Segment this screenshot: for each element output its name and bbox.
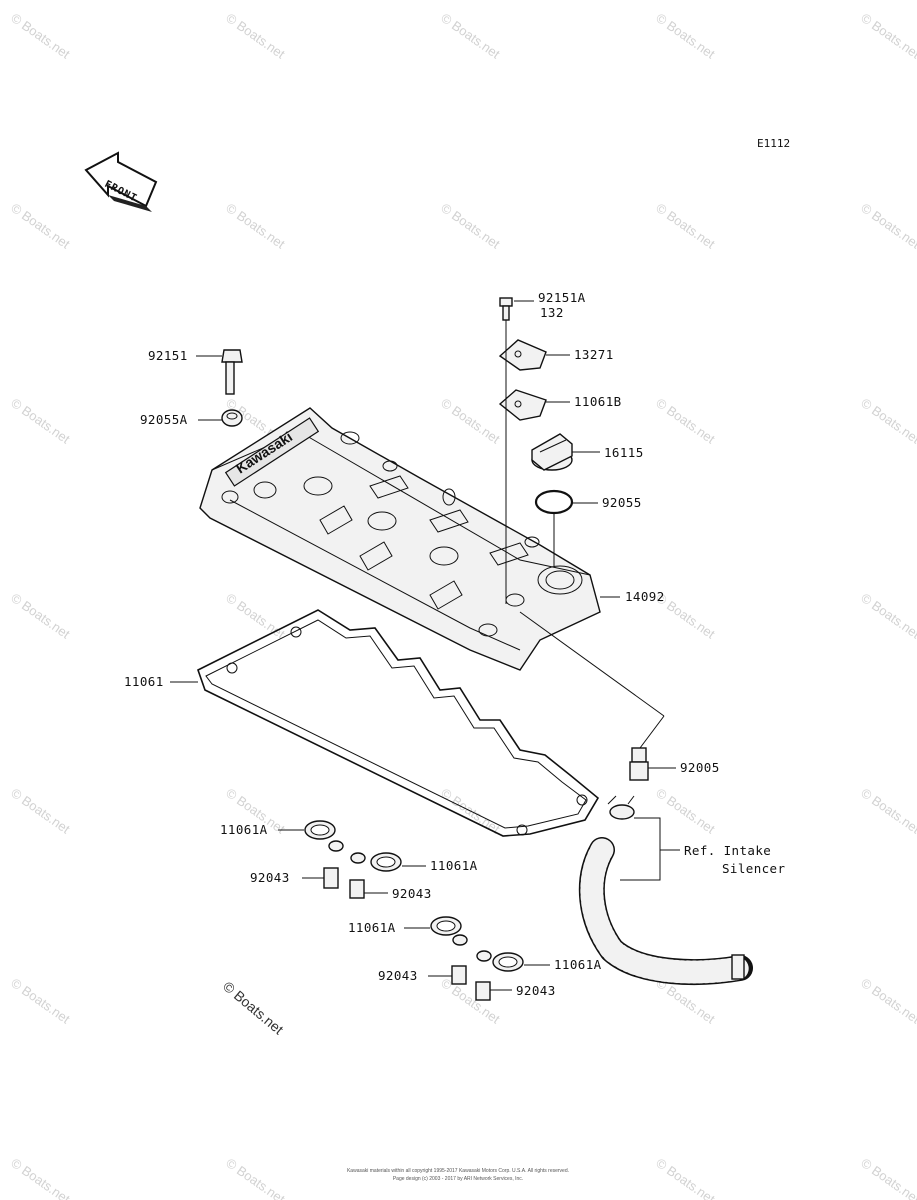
callout-92043-3: 92043: [378, 968, 418, 983]
callout-13271: 13271: [574, 347, 614, 362]
watermark: © Boats.net: [858, 10, 917, 62]
watermark: © Boats.net: [438, 975, 503, 1027]
callout-11061A-4: 11061A: [554, 957, 602, 972]
callout-92055: 92055: [602, 495, 642, 510]
gasket-11061B: [498, 389, 547, 421]
washer-92055A: [221, 409, 243, 427]
watermark: © Boats.net: [8, 975, 73, 1027]
hose-clamp: [607, 795, 635, 820]
callout-92043-1: 92043: [250, 870, 290, 885]
watermark: © Boats.net: [223, 10, 288, 62]
watermark: © Boats.net: [858, 975, 917, 1027]
watermark: © Boats.net: [438, 200, 503, 252]
watermark: © Boats.net: [223, 1155, 288, 1200]
bolt-92151: [221, 349, 243, 395]
watermark: © Boats.net: [653, 1155, 718, 1200]
watermark: © Boats.net: [653, 785, 718, 837]
callout-16115: 16115: [604, 445, 644, 460]
watermark: © Boats.net: [858, 395, 917, 447]
callout-11061A-1: 11061A: [220, 822, 268, 837]
watermark: © Boats.net: [858, 785, 917, 837]
watermark: © Boats.net: [8, 10, 73, 62]
front-arrow-icon: FRONT: [84, 151, 158, 212]
seal-group-1: [304, 820, 344, 889]
callout-11061A-3: 11061A: [348, 920, 396, 935]
callout-14092: 14092: [625, 589, 665, 604]
callout-11061A-2: 11061A: [430, 858, 478, 873]
watermark: © Boats.net: [653, 395, 718, 447]
watermark: © Boats.net: [8, 1155, 73, 1200]
fitting-92005: [629, 747, 649, 781]
watermark: © Boats.net: [8, 590, 73, 642]
callout-92043-4: 92043: [516, 983, 556, 998]
watermark: © Boats.net: [653, 200, 718, 252]
watermark: © Boats.net: [858, 1155, 917, 1200]
watermark: © Boats.net: [858, 590, 917, 642]
watermark: © Boats.net: [223, 590, 288, 642]
watermark: © Boats.net: [438, 10, 503, 62]
seal-group-4: [475, 950, 524, 1001]
diagram-code: E1112: [757, 137, 790, 150]
o-ring-92055: [534, 489, 574, 515]
breather-hose: [578, 837, 753, 985]
callout-132: 132: [540, 305, 564, 320]
seal-group-2: [349, 852, 402, 899]
watermark: © Boats.net: [8, 785, 73, 837]
callout-92043-2: 92043: [392, 886, 432, 901]
boats-net-watermark: © Boats.net: [220, 978, 287, 1037]
callout-92151: 92151: [148, 348, 188, 363]
watermark: © Boats.net: [653, 10, 718, 62]
brand-plate: [224, 417, 320, 487]
watermark: © Boats.net: [8, 200, 73, 252]
plate-13271: [498, 339, 547, 371]
seal-group-3: [430, 916, 468, 985]
callout-92055A: 92055A: [140, 412, 188, 427]
copyright-line-1: Kawasaki materials within all copyright …: [347, 1168, 569, 1174]
oil-cap-16115: [531, 433, 573, 471]
copyright-line-2: Page design (c) 2003 - 2017 by ARI Netwo…: [393, 1176, 523, 1182]
watermark: © Boats.net: [223, 200, 288, 252]
watermark: © Boats.net: [8, 395, 73, 447]
watermark: © Boats.net: [438, 395, 503, 447]
callout-92151A: 92151A: [538, 290, 586, 305]
cover-gasket: [197, 609, 600, 837]
bolt-92151A: [499, 297, 513, 321]
callout-11061B: 11061B: [574, 394, 622, 409]
callout-silencer: Silencer: [722, 861, 785, 876]
callout-11061: 11061: [124, 674, 164, 689]
callout-ref-intake: Ref. Intake: [684, 843, 771, 858]
callout-92005: 92005: [680, 760, 720, 775]
watermark: © Boats.net: [858, 200, 917, 252]
